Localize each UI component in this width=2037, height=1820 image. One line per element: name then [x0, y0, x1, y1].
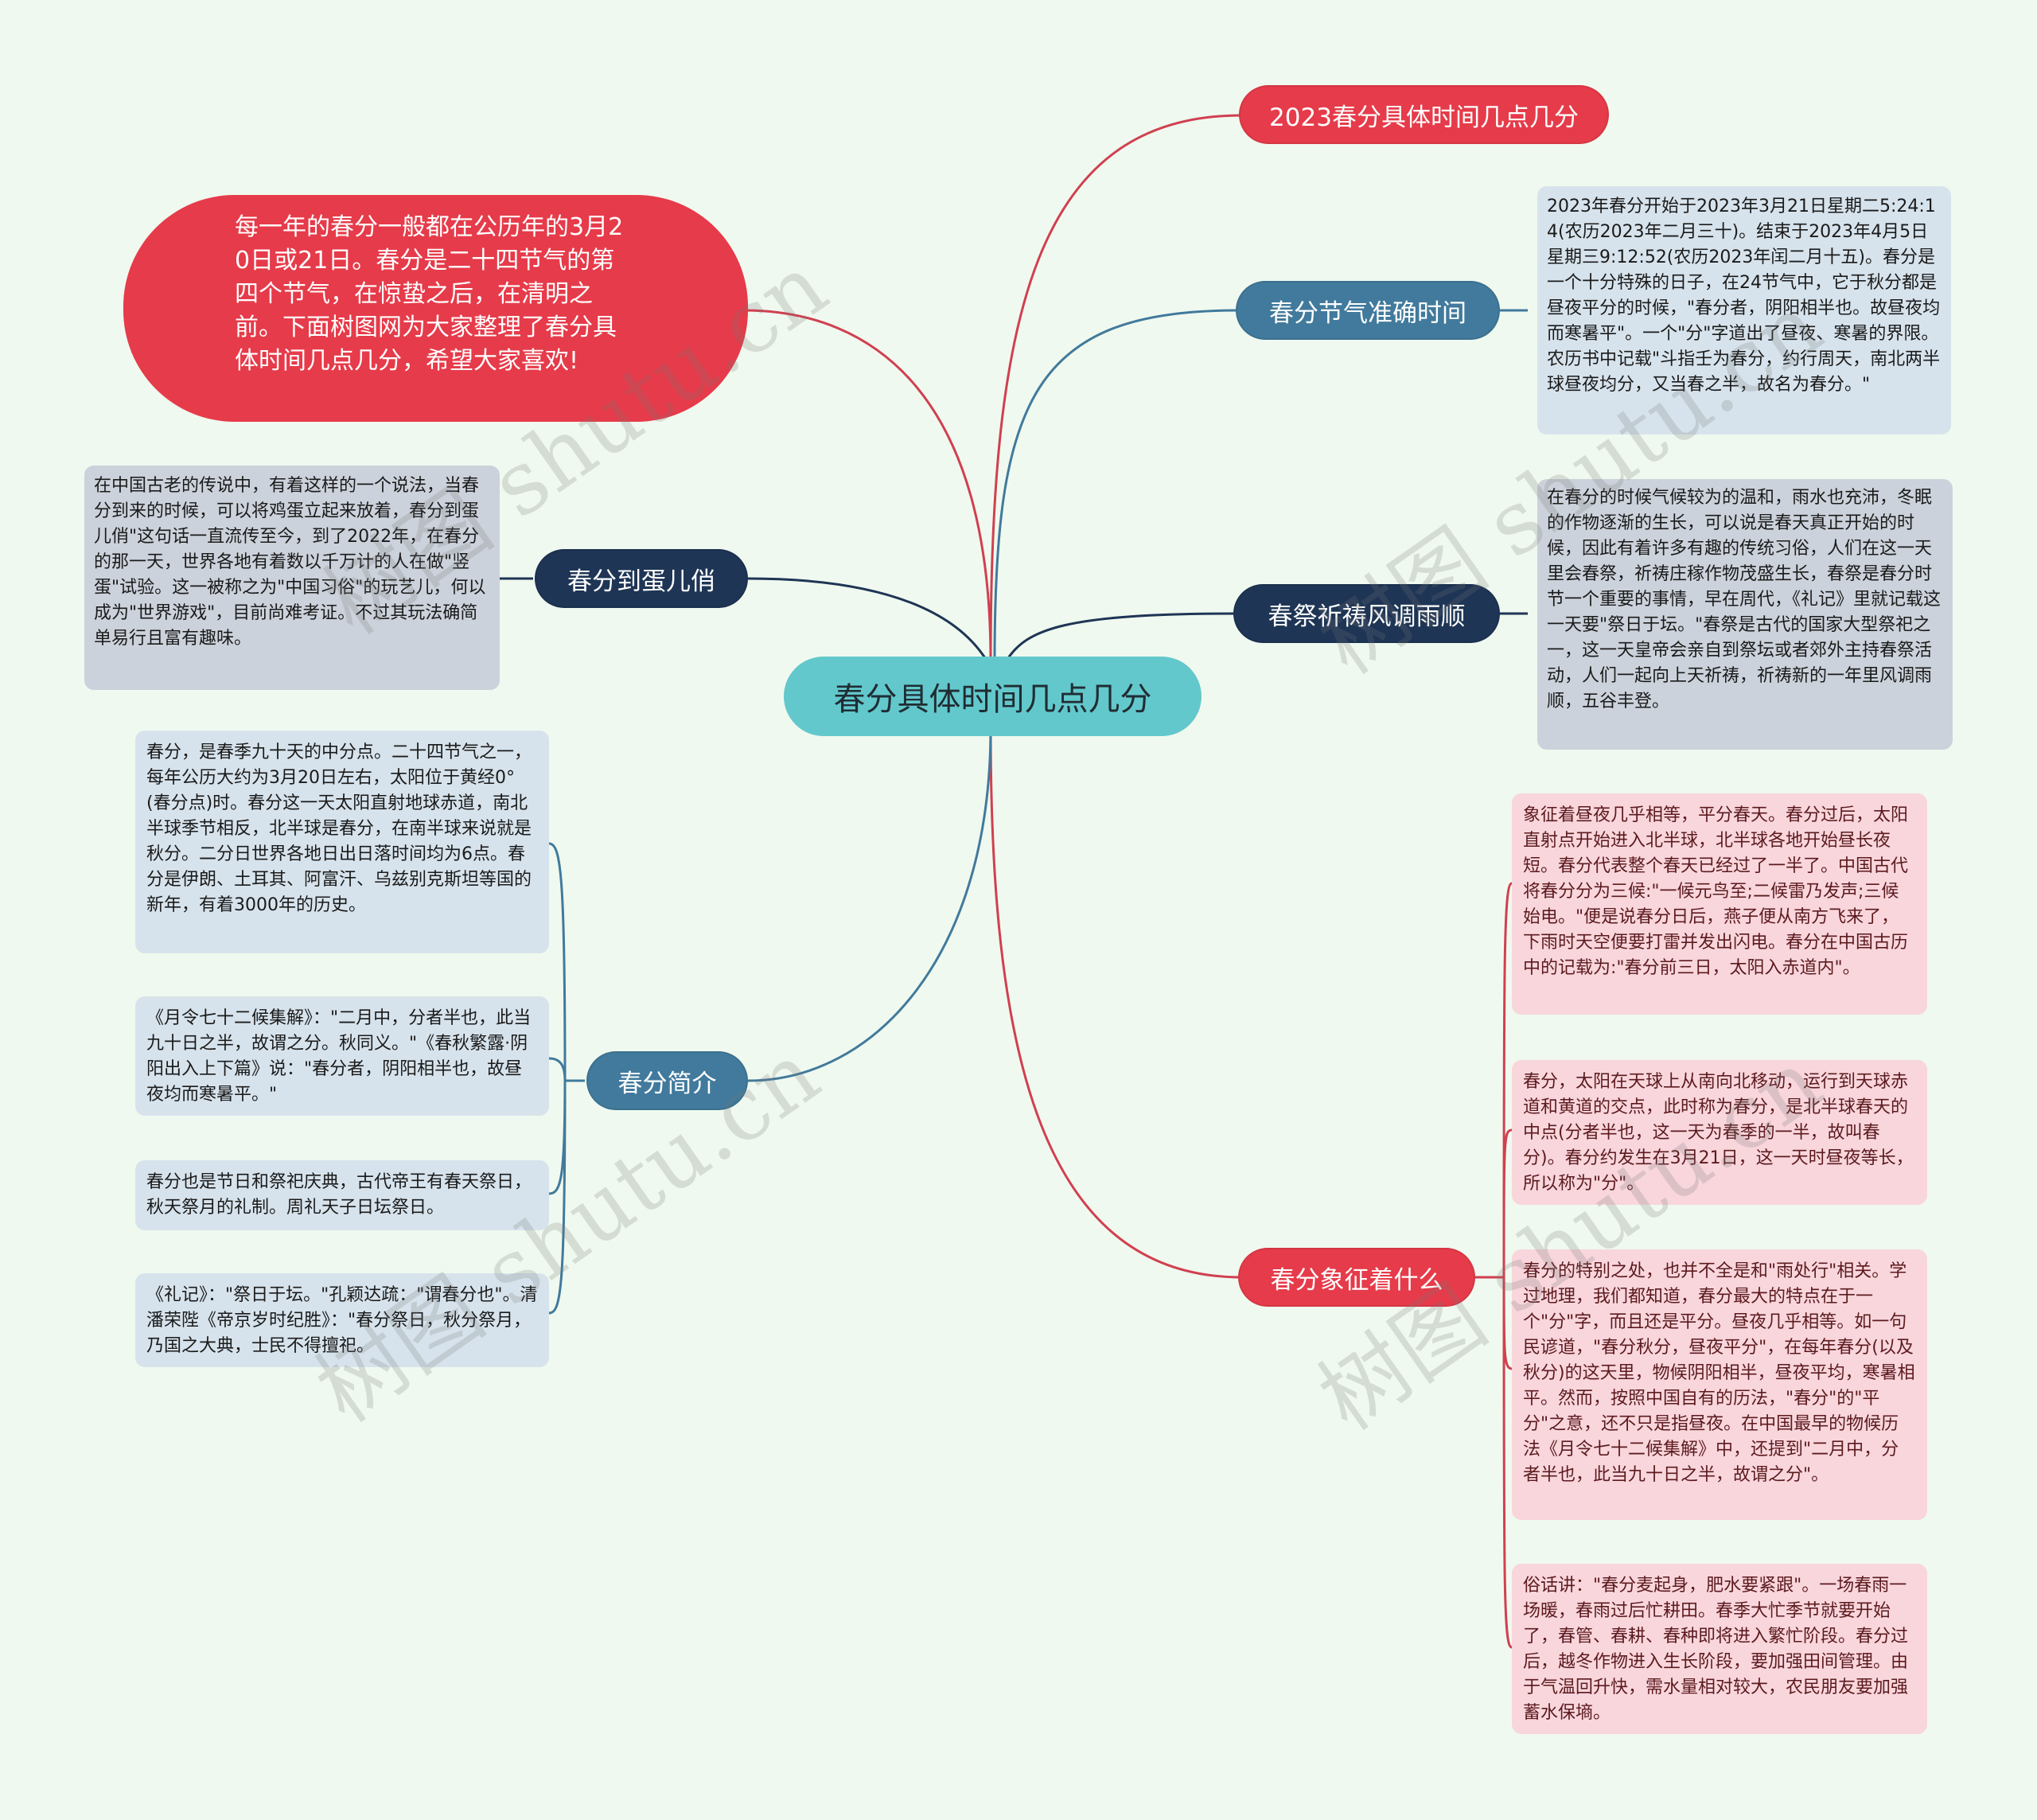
note-symbolism-2: 春分，太阳在天球上从南向北移动，运行到天球赤道和黄道的交点，此时称为春分，是北半…	[1512, 1060, 1927, 1205]
intro-text: 每一年的春分一般都在公历年的3月20日或21日。春分是二十四节气的第四个节气，在…	[235, 213, 624, 375]
branch-egg-standing[interactable]: 春分到蛋儿俏	[535, 549, 748, 608]
note-intro-1: 春分，是春季九十天的中分点。二十四节气之一，每年公历大约为3月20日左右，太阳位…	[135, 731, 549, 953]
note-exact-time: 2023年春分开始于2023年3月21日星期二5:24:14(农历2023年二月…	[1537, 186, 1951, 435]
intro-bubble[interactable]: 每一年的春分一般都在公历年的3月20日或21日。春分是二十四节气的第四个节气，在…	[123, 195, 748, 422]
note-egg-standing: 在中国古老的传说中，有着这样的一个说法，当春分到来的时候，可以将鸡蛋立起来放着，…	[84, 466, 500, 690]
central-topic-label: 春分具体时间几点几分	[833, 681, 1152, 718]
note-spring-sacrifice: 在春分的时候气候较为的温和，雨水也充沛，冬眠的作物逐渐的生长，可以说是春天真正开…	[1537, 479, 1953, 750]
note-symbolism-4: 俗话讲："春分麦起身，肥水要紧跟"。一场春雨一场暖，春雨过后忙耕田。春季大忙季节…	[1512, 1564, 1927, 1734]
branch-exact-time[interactable]: 春分节气准确时间	[1236, 281, 1500, 340]
branch-spring-sacrifice[interactable]: 春祭祈祷风调雨顺	[1233, 584, 1500, 643]
note-symbolism-1: 象征着昼夜几乎相等，平分春天。春分过后，太阳直射点开始进入北半球，北半球各地开始…	[1512, 793, 1927, 1015]
branch-2023-time[interactable]: 2023春分具体时间几点几分	[1239, 85, 1609, 144]
note-symbolism-3: 春分的特别之处，也并不全是和"雨处行"相关。学过地理，我们都知道，春分最大的特点…	[1512, 1249, 1927, 1520]
note-intro-2: 《月令七十二候集解》："二月中，分者半也，此当九十日之半，故谓之分。秋同义。"《…	[135, 996, 549, 1116]
note-intro-4: 《礼记》："祭日于坛。"孔颖达疏："谓春分也"。清潘荣陛《帝京岁时纪胜》："春分…	[135, 1273, 549, 1367]
central-topic[interactable]: 春分具体时间几点几分	[784, 657, 1202, 736]
branch-symbolism[interactable]: 春分象征着什么	[1238, 1248, 1475, 1307]
branch-introduction[interactable]: 春分简介	[586, 1051, 748, 1110]
note-intro-3: 春分也是节日和祭祀庆典，古代帝王有春天祭日，秋天祭月的礼制。周礼天子日坛祭日。	[135, 1160, 549, 1230]
